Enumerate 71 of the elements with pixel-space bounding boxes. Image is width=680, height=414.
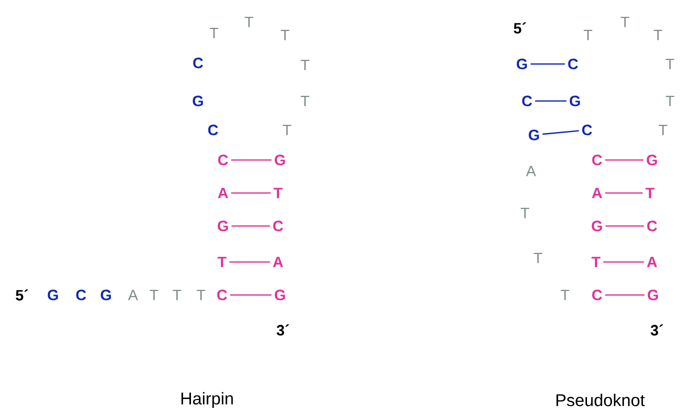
base-letter: T [280, 30, 290, 40]
base-pair-bond [231, 192, 271, 194]
end-label: 5´ [514, 22, 526, 34]
base-letter: T [300, 60, 310, 70]
structure-caption: Hairpin [181, 392, 233, 408]
base-letter: T [666, 58, 674, 70]
base-pair-bond [231, 159, 272, 161]
base-letter: A [526, 166, 536, 176]
base-pair-bond [605, 192, 643, 194]
base-letter: C [592, 290, 602, 300]
base-letter: C [582, 124, 592, 136]
base-letter: T [646, 188, 654, 198]
base-letter: T [218, 256, 226, 268]
base-letter: T [584, 30, 592, 40]
base-letter: T [282, 124, 292, 136]
base-letter: A [272, 256, 284, 268]
base-letter: G [274, 154, 285, 166]
base-letter: C [208, 124, 218, 136]
base-letter: C [568, 58, 578, 70]
base-letter: T [274, 188, 282, 198]
base-letter: G [592, 220, 602, 232]
base-letter: T [210, 28, 218, 38]
base-letter: T [300, 96, 310, 106]
base-letter: T [592, 256, 600, 268]
structure-caption: Pseudoknot [556, 394, 645, 406]
base-letter: C [76, 290, 86, 300]
base-letter: G [570, 96, 580, 106]
base-letter: G [218, 220, 228, 232]
base-letter: G [646, 154, 657, 166]
base-pair-bond [605, 294, 644, 296]
end-label: 3´ [650, 324, 664, 336]
base-pair-bond [605, 159, 644, 161]
base-pair-bond [232, 225, 270, 227]
base-pair-bond [229, 261, 270, 263]
base-pair-bond [606, 225, 644, 227]
base-letter: T [658, 124, 668, 136]
base-letter: G [274, 290, 285, 300]
base-letter: G [516, 58, 527, 70]
base-letter: C [273, 220, 283, 232]
end-label: 3´ [276, 324, 290, 336]
base-letter: G [192, 96, 203, 106]
base-letter: A [128, 290, 138, 300]
base-letter: C [217, 290, 227, 300]
base-letter: T [150, 290, 158, 300]
base-letter: C [522, 96, 532, 106]
base-letter: A [592, 188, 602, 198]
base-letter: G [48, 290, 58, 300]
base-letter: C [592, 154, 602, 166]
base-letter: T [244, 16, 254, 28]
base-letter: T [172, 290, 182, 300]
base-pair-bond [530, 63, 565, 65]
base-letter: A [218, 188, 228, 198]
base-letter: T [560, 290, 570, 300]
base-letter: G [100, 290, 111, 300]
base-pair-bond [542, 130, 579, 135]
base-pair-bond [230, 294, 272, 296]
base-pair-bond [535, 100, 566, 102]
base-letter: G [648, 290, 658, 300]
base-letter: T [534, 252, 542, 264]
base-letter: C [647, 220, 657, 232]
base-pair-bond [603, 261, 644, 263]
base-letter: G [528, 130, 539, 140]
base-letter: A [646, 256, 657, 268]
base-letter: T [196, 290, 206, 300]
end-label: 5´ [16, 289, 28, 301]
base-letter: C [193, 58, 203, 68]
base-letter: C [218, 154, 228, 166]
base-letter: T [620, 16, 630, 28]
base-letter: T [654, 30, 662, 40]
base-letter: T [666, 96, 674, 106]
base-letter: T [520, 208, 530, 218]
